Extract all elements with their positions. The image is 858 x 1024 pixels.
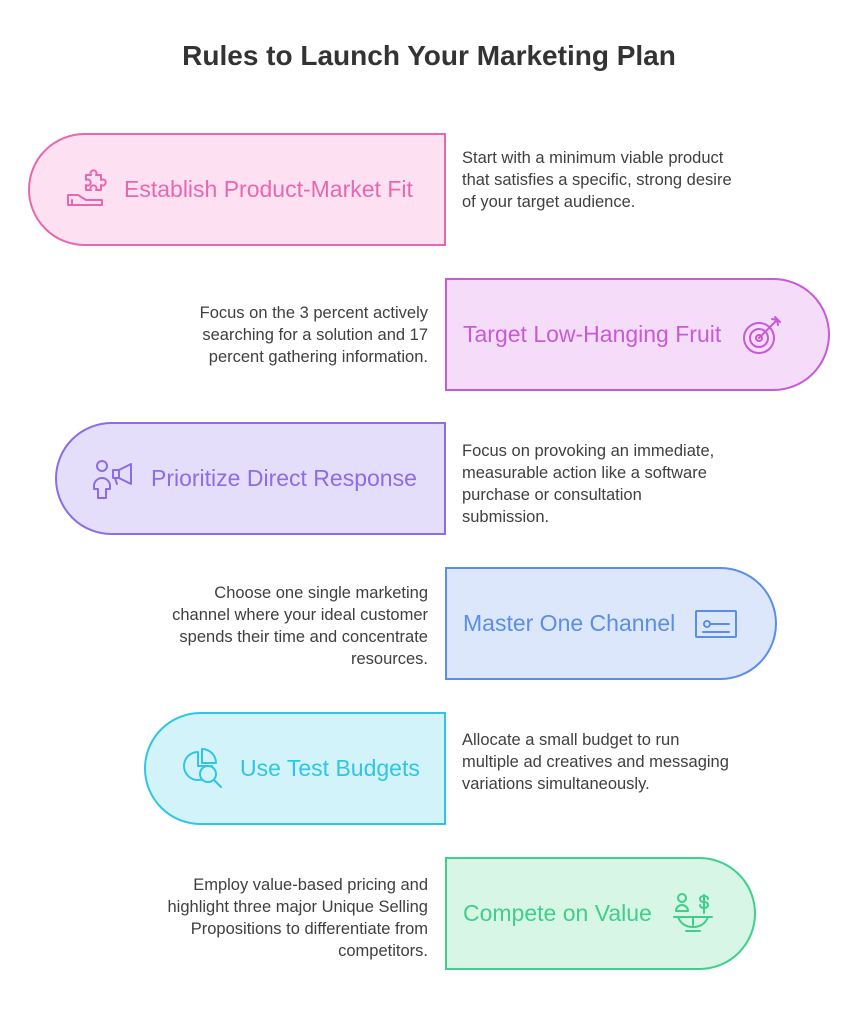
step-label: Master One Channel (463, 610, 676, 636)
step-description: Focus on provoking an immediate, measura… (462, 442, 715, 526)
step-description: Choose one single marketing channel wher… (172, 584, 428, 668)
pie-magnifier-icon (180, 746, 226, 792)
step-use-test-budgets: Use Test Budgets (144, 712, 446, 825)
step-label: Establish Product-Market Fit (124, 176, 413, 202)
person-dollar-scale-icon (670, 891, 716, 937)
channel-slider-icon (693, 601, 739, 647)
puzzle-hand-icon (64, 167, 110, 213)
person-megaphone-icon (91, 456, 137, 502)
step-label: Use Test Budgets (240, 755, 420, 781)
step-label: Prioritize Direct Response (151, 465, 417, 491)
step-description: Employ value-based pricing and highlight… (167, 876, 429, 960)
step-label: Compete on Value (463, 900, 652, 926)
step-description: Allocate a small budget to run multiple … (462, 731, 729, 793)
step-prioritize-direct-response: Prioritize Direct Response (55, 422, 446, 535)
step-establish-product-market-fit: Establish Product-Market Fit (28, 133, 446, 246)
step-compete-on-value: Compete on Value (445, 857, 756, 970)
step-description: Focus on the 3 percent actively searchin… (199, 304, 428, 366)
step-master-one-channel: Master One Channel (445, 567, 777, 680)
step-target-low-hanging-fruit: Target Low-Hanging Fruit (445, 278, 830, 391)
step-label: Target Low-Hanging Fruit (463, 321, 722, 347)
target-icon (739, 312, 785, 358)
step-description: Start with a minimum viable product that… (462, 149, 732, 211)
page-title: Rules to Launch Your Marketing Plan (182, 40, 676, 71)
